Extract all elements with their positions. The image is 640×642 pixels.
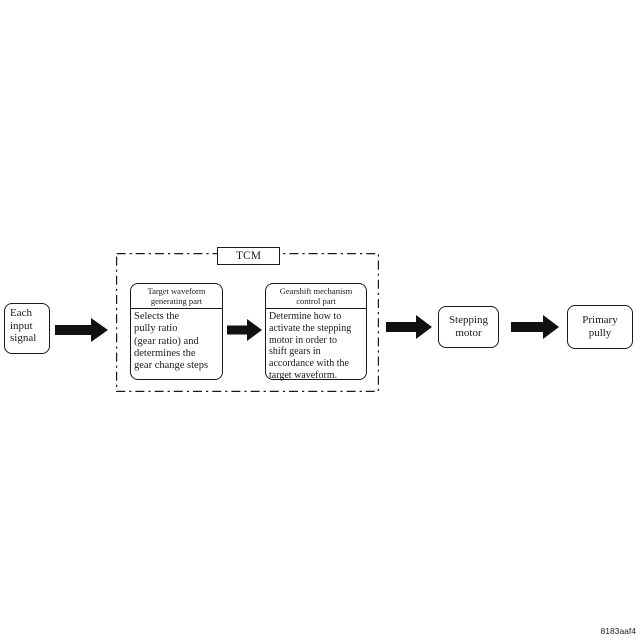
stepping-motor-line: Stepping: [448, 314, 489, 326]
input-signal-box: Each input signal: [4, 303, 50, 354]
primary-pully-box: Primary pully: [567, 305, 633, 349]
input-signal-line: input: [10, 319, 33, 332]
target-waveform-box: Target waveform generating part Selects …: [130, 283, 223, 380]
primary-pully-line: pully: [588, 327, 612, 339]
header-line: generating part: [150, 295, 203, 306]
tcm-label-box: TCM: [217, 247, 280, 265]
target-waveform-body: Selects the pully ratio (gear ratio) and…: [131, 309, 222, 372]
input-signal-line: signal: [10, 332, 37, 345]
body-line: gear change steps: [134, 360, 209, 371]
gearshift-control-header: Gearshift mechanism control part: [266, 284, 366, 310]
tcm-label-text: TCM: [236, 250, 261, 262]
body-line: shift gears in: [269, 346, 321, 358]
body-line: (gear ratio) and: [134, 335, 199, 347]
body-line: motor in order to: [269, 334, 338, 346]
flow-arrow-motor-to-pully: [511, 315, 559, 339]
body-line: Selects the: [134, 311, 180, 323]
arrow-right-icon: [227, 319, 262, 341]
body-line: pully ratio: [134, 323, 178, 335]
flow-arrow-target-to-gearshift: [227, 319, 262, 341]
arrow-right-icon: [511, 315, 559, 339]
target-waveform-header: Target waveform generating part: [131, 284, 222, 310]
tcm-boundary: [116, 253, 379, 392]
gearshift-control-body: Determine how to activate the stepping m…: [266, 309, 366, 381]
input-signal-line: Each: [10, 307, 32, 319]
header-line: control part: [296, 295, 336, 306]
arrow-right-icon: [55, 318, 108, 342]
body-line: target waveform.: [269, 369, 338, 381]
stepping-motor-box: Stepping motor: [438, 306, 499, 348]
primary-pully-line: Primary: [582, 314, 618, 326]
flow-arrow-tcm-to-motor: [386, 315, 432, 339]
header-line: Target waveform: [147, 286, 206, 296]
body-line: determines the: [134, 347, 196, 359]
body-line: activate the stepping: [269, 322, 352, 334]
gearshift-control-box: Gearshift mechanism control part Determi…: [265, 283, 367, 381]
dashed-border: [116, 253, 379, 392]
flow-arrow-input-to-tcm: [55, 318, 108, 342]
body-line: Determine how to: [269, 311, 342, 323]
figure-id: 8183aaf4: [600, 626, 636, 636]
header-line: Gearshift mechanism: [279, 286, 353, 296]
body-line: accordance with the: [269, 358, 349, 369]
stepping-motor-line: motor: [455, 327, 482, 339]
arrow-right-icon: [386, 315, 432, 339]
